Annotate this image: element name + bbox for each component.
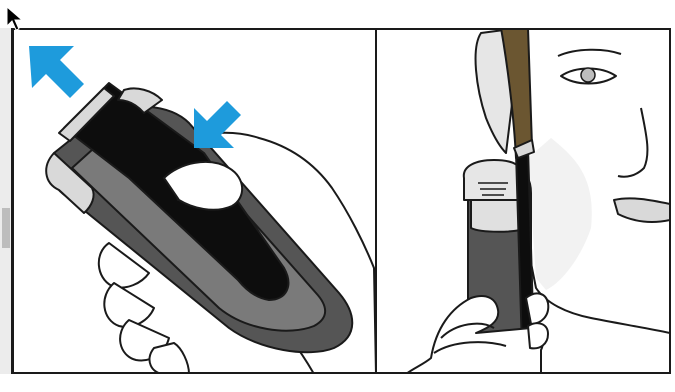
- frame-right-border: [669, 28, 671, 374]
- panel-divider: [375, 28, 377, 374]
- mouse-pointer-icon: [6, 6, 24, 32]
- panel-trim-sideburn: [376, 28, 670, 374]
- blue-arrow-icon: [29, 46, 84, 98]
- frame-top-border: [14, 28, 670, 30]
- frame-bottom-border: [14, 372, 670, 374]
- panel-extend-trimmer: [14, 28, 376, 374]
- previous-panel-edge: [0, 28, 14, 374]
- hand-holding-trimmer: [406, 140, 548, 374]
